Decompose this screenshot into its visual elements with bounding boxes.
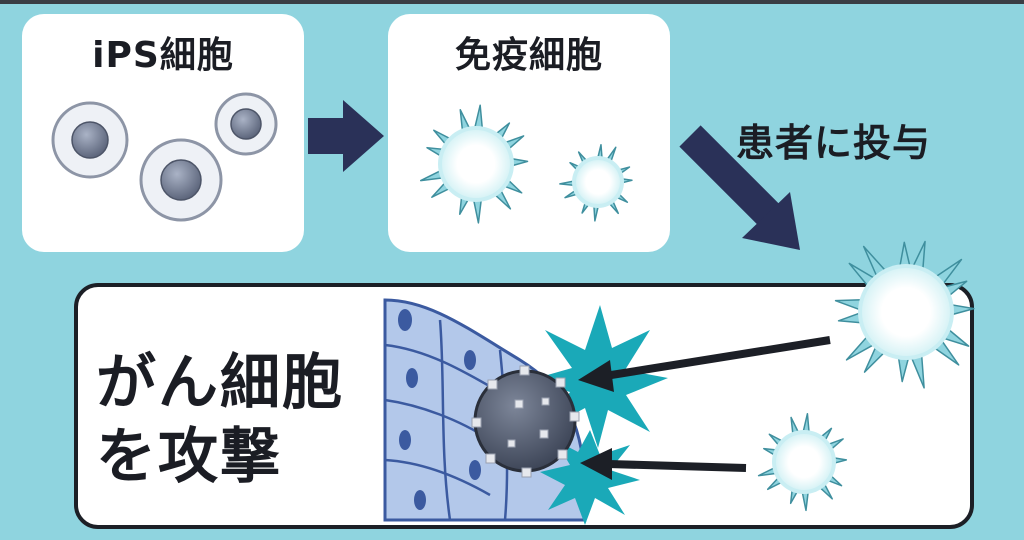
- arrow-right: [308, 100, 384, 172]
- immune-cell-administered: [834, 240, 975, 389]
- cancer-cell: [471, 365, 580, 478]
- immune-cell-panel: [388, 14, 670, 252]
- immune-cell-attacker: [757, 412, 848, 512]
- immune-body: [776, 434, 832, 490]
- attack-arrow-lower: [580, 448, 747, 480]
- top-border: [0, 0, 1024, 4]
- attack-caption-line1: がん細胞: [96, 348, 344, 418]
- immune-body: [442, 130, 510, 198]
- immune-body: [576, 160, 620, 204]
- immune-cell-small: [559, 144, 633, 222]
- immune-body: [862, 268, 950, 356]
- administer-label: 患者に投与: [736, 121, 932, 165]
- ips-cell-3: [214, 92, 278, 156]
- ips-cell-1: [51, 101, 129, 179]
- ips-cell-title: iPS細胞: [92, 35, 234, 76]
- immune-cell-large: [419, 104, 529, 224]
- attack-arrow-upper: [578, 336, 831, 392]
- attack-caption-line2: を攻撃: [96, 422, 282, 492]
- immune-cell-title: 免疫細胞: [454, 35, 603, 76]
- ips-cell-2: [139, 138, 223, 222]
- arrow-diagonal: [679, 125, 800, 250]
